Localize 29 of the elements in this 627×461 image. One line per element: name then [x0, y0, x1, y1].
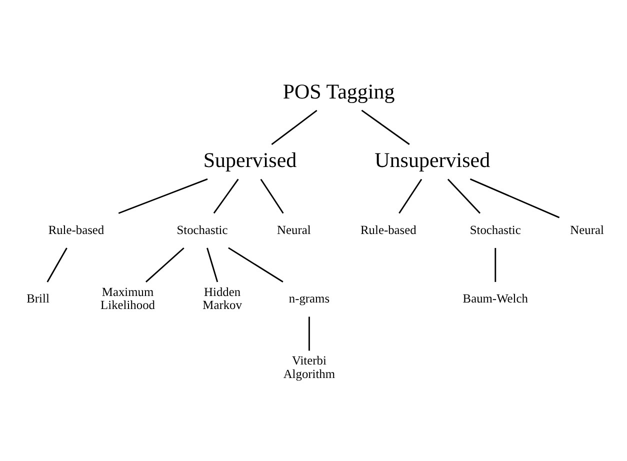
connector	[308, 316, 310, 351]
connector	[271, 110, 318, 146]
connector	[447, 178, 481, 214]
connector	[398, 178, 422, 214]
node-text: Neural	[277, 222, 311, 237]
node-text: Viterbi Algorithm	[283, 354, 336, 381]
connector	[146, 247, 184, 282]
node-text: Maximum Likelihood	[100, 284, 156, 312]
connector	[494, 248, 496, 282]
connector	[118, 178, 208, 214]
node-text: n-grams	[288, 291, 330, 306]
connector	[361, 110, 410, 145]
node-text: Supervised	[203, 148, 297, 172]
node-text: Neural	[570, 222, 604, 237]
node-text: Baum-Welch	[462, 291, 528, 306]
node-text: Hidden Markov	[202, 284, 242, 312]
connector	[470, 178, 560, 218]
connector	[46, 248, 68, 282]
node-text: Unsupervised	[374, 148, 490, 172]
node-text: Rule-based	[48, 222, 104, 237]
node-text: Brill	[26, 291, 50, 306]
connector	[228, 247, 284, 282]
node-text: POS Tagging	[282, 79, 395, 104]
connector	[260, 178, 284, 214]
connector	[213, 178, 239, 214]
node-text: Stochastic	[470, 222, 521, 237]
node-text: Stochastic	[176, 222, 228, 237]
node-text: Rule-based	[360, 222, 416, 237]
connector	[206, 248, 218, 282]
